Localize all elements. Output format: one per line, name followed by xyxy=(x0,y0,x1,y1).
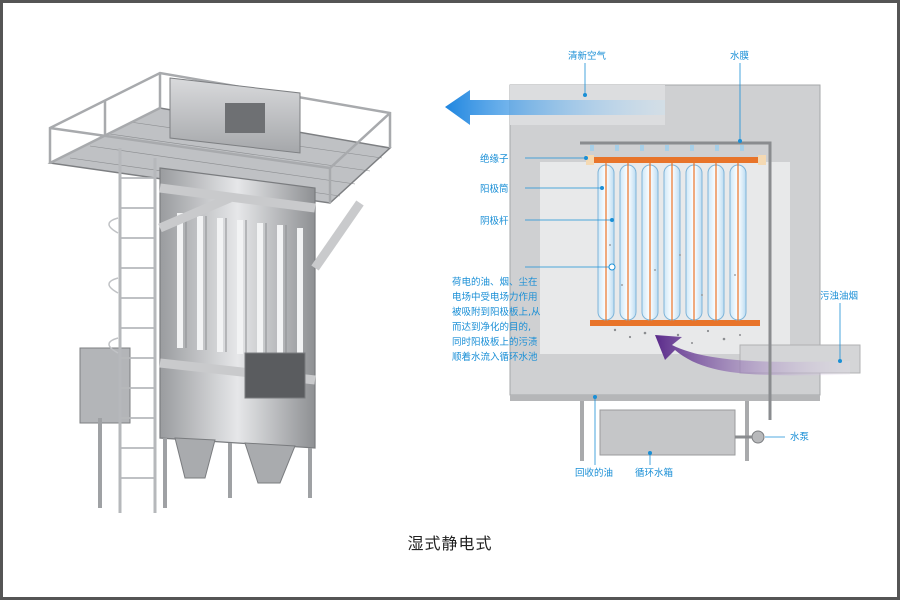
wet-esp-schematic: 清新空气 水膜 绝缘子 阳极筒 阴极杆 污浊油烟 水泵 回收的油 循环水箱 荷电… xyxy=(445,50,861,479)
label-insulator: 绝缘子 xyxy=(480,153,509,165)
hopper-1 xyxy=(174,437,216,479)
insulator-right xyxy=(758,155,766,165)
wet-esp-equipment-illustration xyxy=(47,71,392,513)
support-legs xyxy=(98,418,312,508)
clean-air-arrow xyxy=(445,90,665,125)
leg-2 xyxy=(745,401,749,461)
explanation-line: 荷电的油、烟、尘在 xyxy=(452,276,538,288)
leader-dots xyxy=(583,93,842,455)
ladder-rungs xyxy=(120,177,155,479)
water-film-pipe xyxy=(580,141,772,155)
water-pump xyxy=(751,430,765,444)
label-recovered-oil: 回收的油 xyxy=(575,467,613,479)
side-cabinet xyxy=(79,347,131,424)
explanation-line: 电场中受电场力作用 xyxy=(452,291,538,303)
explanation-line: 而达到净化的目的, xyxy=(452,321,531,333)
ladder xyxy=(118,148,157,513)
top-opening xyxy=(225,103,265,133)
figure-caption: 湿式静电式 xyxy=(407,534,493,553)
vertical-tubes xyxy=(177,213,303,360)
ladder-cage xyxy=(108,217,119,354)
label-anode-tube: 阳极筒 xyxy=(480,183,509,195)
explanation-text: 荷电的油、烟、尘在 电场中受电场力作用 被吸附到阳极板上,从 而达到净化的目的,… xyxy=(452,276,541,363)
leader-ring xyxy=(608,263,616,271)
tube-shadows xyxy=(185,213,287,358)
cathode-rods xyxy=(605,163,739,323)
label-water-film: 水膜 xyxy=(730,50,750,62)
explanation-line: 被吸附到阳极板上,从 xyxy=(452,306,541,318)
dirty-fume-arrow xyxy=(655,335,850,376)
spray-nozzles xyxy=(590,145,744,151)
label-circulating-tank: 循环水箱 xyxy=(635,467,673,479)
circulating-water-tank xyxy=(599,409,736,456)
explanation-line: 顺着水流入循环水池 xyxy=(452,351,538,363)
explanation-line: 同时阳极板上的污渍 xyxy=(452,336,538,348)
label-cathode-rod: 阴极杆 xyxy=(480,215,509,227)
hopper-2 xyxy=(244,442,296,484)
label-water-pump: 水泵 xyxy=(790,431,810,443)
label-clean-air: 清新空气 xyxy=(568,50,607,62)
lower-inlet-duct xyxy=(244,352,306,399)
insulator-left xyxy=(586,155,594,165)
bottom-insulator-bar xyxy=(590,320,760,326)
top-insulator-bar xyxy=(590,157,760,163)
label-dirty-fume: 污浊油烟 xyxy=(820,290,858,302)
leg-1 xyxy=(580,401,584,461)
base-frame xyxy=(510,395,820,401)
